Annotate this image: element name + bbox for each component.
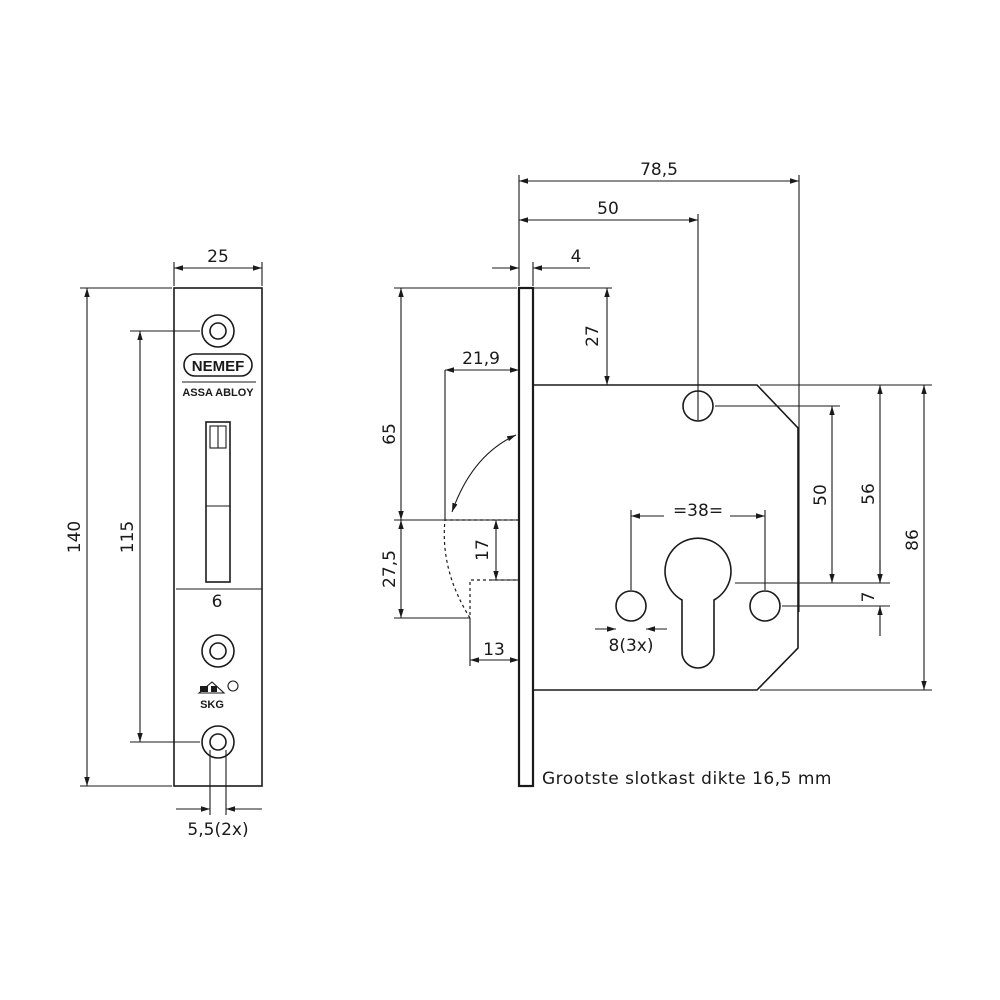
dim-front-height: 140	[65, 287, 172, 787]
latch-slot	[205, 421, 231, 583]
lock-case	[533, 384, 799, 691]
cylinder-cutout	[664, 537, 732, 669]
fixing-hole-left	[615, 590, 647, 622]
latch-bolt	[443, 370, 519, 621]
dim-latch-depth-label: 13	[483, 640, 505, 660]
dim-latch-depth: 13	[469, 618, 519, 666]
cert-mark-label: SKG	[200, 699, 224, 711]
dim-vertical-56-label: 56	[859, 483, 879, 505]
dim-latch-width-label: 6	[212, 592, 223, 612]
dim-vertical-50: 50	[715, 405, 890, 584]
dim-backset: 50	[519, 199, 699, 420]
faceplate-side	[517, 286, 535, 788]
screw-hole-bottom	[201, 725, 235, 759]
dim-hole-spacing: 115	[118, 330, 200, 743]
skg-mark: SKG	[197, 680, 239, 711]
dim-latch-projection-label: 21,9	[462, 349, 500, 369]
screw-hole-top	[201, 314, 235, 348]
dim-holes: 8(3x)	[595, 626, 667, 656]
dim-latch-width: 6	[176, 588, 262, 612]
front-view: NEMEF ASSA ABLOY SKG 25	[65, 247, 263, 840]
dim-vertical-86: 86	[760, 385, 932, 691]
side-view: 78,5 50 4 27 65	[380, 160, 932, 789]
fixing-hole-right	[749, 590, 781, 622]
brand-name: NEMEF	[192, 358, 245, 375]
brand-subname: ASSA ABLOY	[182, 387, 254, 399]
dim-vertical-86-label: 86	[903, 529, 923, 551]
dim-latch-height: 65	[380, 287, 517, 521]
dim-vertical-50-label: 50	[811, 484, 831, 506]
dim-faceplate-label: 4	[571, 247, 582, 267]
dim-faceplate: 4	[492, 247, 590, 286]
dim-total-depth-label: 78,5	[640, 160, 678, 180]
dim-lower-label: 27,5	[380, 550, 400, 588]
dim-screw-holes-label: 5,5(2x)	[187, 820, 248, 840]
dim-holes-label: 8(3x)	[609, 636, 654, 656]
dim-front-width: 25	[173, 247, 263, 286]
dim-latch-step: 17	[473, 520, 519, 581]
dim-cylinder-spacing: =38=	[630, 501, 766, 590]
dim-latch-step-label: 17	[473, 539, 493, 561]
dim-front-height-label: 140	[65, 521, 85, 553]
screw-hole-middle	[201, 634, 235, 668]
faceplate-front	[173, 287, 263, 787]
dim-latch-height-label: 65	[380, 423, 400, 445]
dim-cylinder-spacing-label: =38=	[673, 501, 723, 521]
dim-front-width-label: 25	[207, 247, 229, 267]
dim-vertical-7-label: 7	[859, 592, 879, 603]
dim-screw-holes: 5,5(2x)	[176, 750, 262, 840]
dim-backset-label: 50	[597, 199, 619, 219]
dim-hole-spacing-label: 115	[118, 521, 138, 553]
case-thickness-note: Grootste slotkast dikte 16,5 mm	[542, 769, 832, 789]
dim-top-offset: 27	[533, 287, 612, 385]
dim-latch-projection: 21,9	[445, 349, 519, 373]
dim-vertical-56: 56	[760, 384, 932, 583]
dim-vertical-7: 7	[782, 560, 890, 636]
latch-swing-arc	[451, 434, 517, 513]
brand-logo: NEMEF ASSA ABLOY	[182, 353, 256, 399]
dim-top-offset-label: 27	[583, 325, 603, 347]
dim-lower: 27,5	[380, 520, 470, 619]
